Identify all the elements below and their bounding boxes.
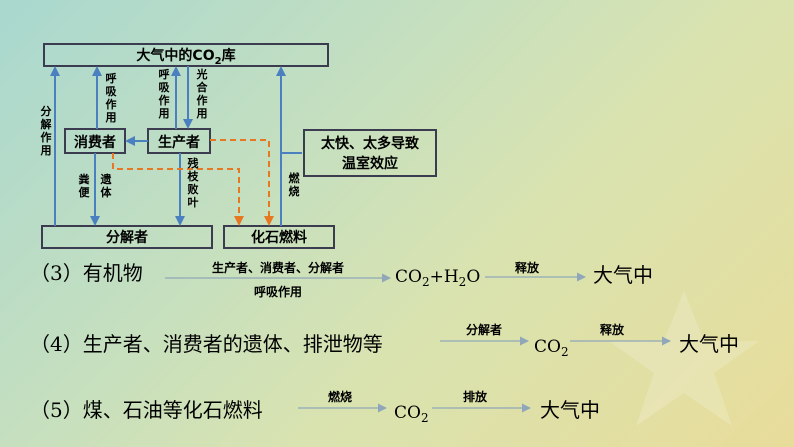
line3-arrow1-below: 呼吸作用 — [254, 284, 302, 299]
label-producer-respiration-2: 吸 — [159, 81, 171, 94]
consumer-box: 消费者 — [64, 128, 126, 154]
line3-mid-sub1: 2 — [422, 275, 430, 289]
label-consumer-respiration-2: 吸 — [106, 85, 118, 98]
arrow-producer-to-fossil — [210, 139, 274, 226]
equation-line-3: （3）有机物 生产者、消费者、分解者 呼吸作用 CO2+H2O 释放 大气中 — [30, 260, 653, 299]
label-decomposition-2: 解 — [41, 117, 52, 131]
label-producer-respiration-3: 作 — [159, 93, 170, 107]
line4-arrow2-above: 释放 — [600, 322, 625, 337]
line5-label: （5）煤、石油等化石燃料 — [30, 398, 263, 422]
edge-labels: 分 解 作 用 呼 吸 作 用 呼 吸 作 用 光 合 作 用 粪 便 遗 体 … — [41, 67, 301, 209]
line3-mid-plus: +H — [430, 267, 459, 287]
label-decomposition-4: 用 — [41, 144, 52, 157]
label-photosynthesis-3: 作 — [197, 93, 208, 107]
line5-end: 大气中 — [540, 398, 600, 422]
producer-box: 生产者 — [147, 128, 211, 154]
label-consumer-respiration-1: 呼 — [106, 71, 117, 85]
line4-arrow1-above: 分解者 — [466, 322, 502, 337]
line4-mid: CO — [534, 337, 561, 357]
fossil-fuel-box: 化石燃料 — [223, 225, 335, 249]
label-producer-respiration-1: 呼 — [159, 67, 170, 81]
background-star-decoration — [609, 291, 759, 426]
decomposer-box: 分解者 — [41, 225, 213, 249]
producer-label: 生产者 — [158, 134, 200, 151]
label-combustion-1: 燃 — [288, 171, 301, 185]
line4-mid-sub1: 2 — [561, 345, 569, 359]
line3-mid: CO — [395, 267, 422, 287]
label-photosynthesis-1: 光 — [196, 67, 208, 81]
label-feces-1: 粪 — [79, 172, 90, 186]
line3-arrow1-above: 生产者、消费者、分解者 — [212, 260, 344, 275]
svg-text:CO2+H2O: CO2+H2O — [395, 267, 480, 289]
line4-label: （4）生产者、消费者的遗体、排泄物等 — [30, 332, 383, 356]
consumer-label: 消费者 — [74, 134, 116, 151]
line5-mid: CO — [394, 403, 421, 423]
label-litter-1: 残 — [188, 156, 199, 170]
label-remains-1: 遗 — [100, 172, 113, 186]
line3-mid-end: O — [466, 267, 480, 287]
fossil-fuel-label: 化石燃料 — [251, 229, 307, 246]
label-photosynthesis-4: 用 — [197, 107, 208, 120]
decomposer-label: 分解者 — [106, 229, 148, 246]
label-decomposition-1: 分 — [41, 104, 52, 118]
warning-line-1: 太快、太多导致 — [321, 135, 420, 152]
arrow-consumer-to-fossil — [112, 153, 244, 226]
label-litter-3: 败 — [188, 182, 199, 196]
line3-mid-sub2: 2 — [459, 275, 467, 289]
co2-pool-box: 大气中的CO2库 — [43, 43, 329, 67]
warning-line-2: 温室效应 — [342, 155, 398, 172]
equation-line-4: （4）生产者、消费者的遗体、排泄物等 分解者 CO2 释放 大气中 — [30, 322, 739, 359]
co2-pool-suffix: 库 — [222, 47, 236, 64]
label-producer-respiration-4: 用 — [159, 107, 170, 120]
label-feces-2: 便 — [79, 185, 91, 199]
label-consumer-respiration-3: 作 — [106, 97, 117, 111]
co2-pool-label: 大气中的CO — [136, 47, 214, 64]
label-decomposition-3: 作 — [41, 130, 52, 144]
label-photosynthesis-2: 合 — [197, 80, 209, 94]
line3-label: （3）有机物 — [30, 261, 143, 285]
label-litter-4: 叶 — [188, 195, 199, 209]
equation-line-5: （5）煤、石油等化石燃料 燃烧 CO2 排放 大气中 — [30, 389, 600, 425]
label-remains-2: 体 — [101, 185, 113, 199]
line3-end: 大气中 — [593, 263, 653, 287]
svg-text:CO2: CO2 — [394, 403, 429, 425]
greenhouse-warning-box: 太快、太多导致 温室效应 — [303, 129, 437, 177]
label-consumer-respiration-4: 用 — [106, 111, 117, 124]
line4-end: 大气中 — [679, 332, 739, 356]
line3-arrow2-above: 释放 — [515, 260, 540, 275]
label-litter-2: 枝 — [187, 169, 200, 183]
svg-text:CO2: CO2 — [534, 337, 569, 359]
line5-arrow1-above: 燃烧 — [328, 389, 352, 404]
line5-mid-sub1: 2 — [421, 411, 429, 425]
svg-text:大气中的CO2库: 大气中的CO2库 — [136, 47, 235, 67]
co2-pool-sub: 2 — [215, 56, 222, 67]
label-combustion-2: 烧 — [289, 184, 300, 198]
line5-arrow2-above: 排放 — [463, 389, 488, 404]
